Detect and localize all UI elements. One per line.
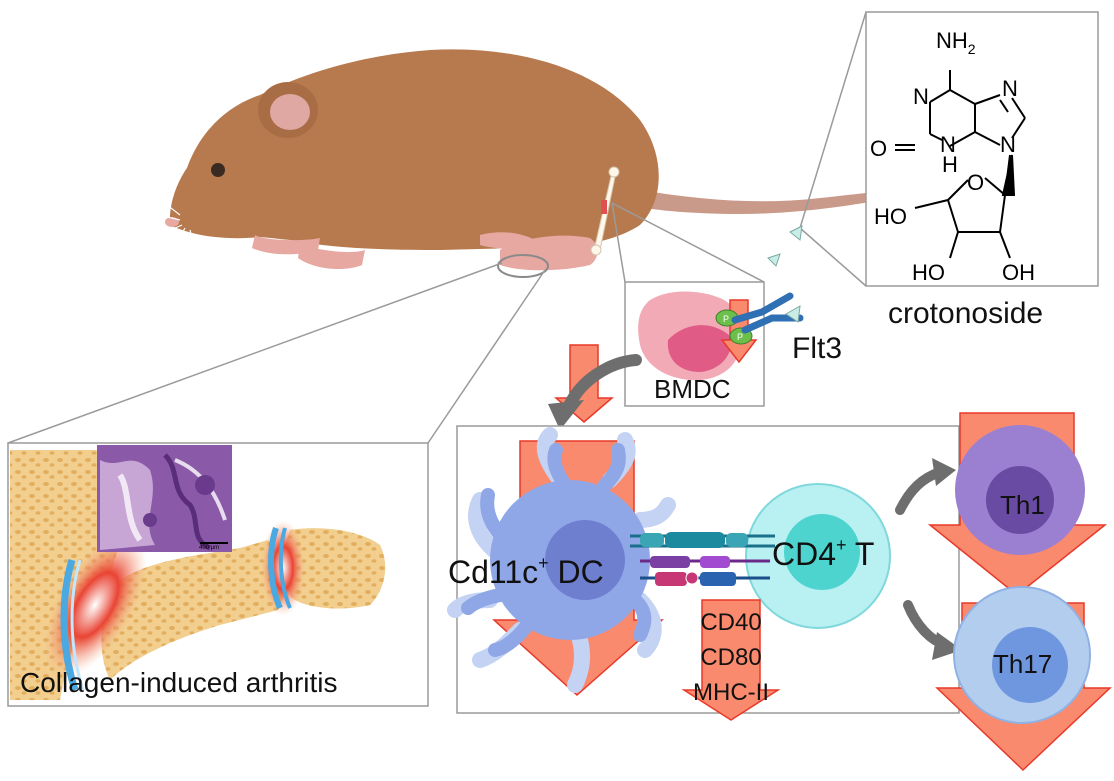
cd4-t-cell <box>745 483 891 629</box>
th17-nucleus <box>992 627 1068 703</box>
t-label-main: CD4 <box>772 536 836 572</box>
mouse-illustration <box>134 49 880 278</box>
dc-label: Cd11c+ DC <box>448 553 604 590</box>
phospho-label-1: P <box>723 314 729 324</box>
femur-bone <box>590 166 620 256</box>
receptor-ligand-pairs <box>630 532 775 586</box>
dc-label-main: Cd11c <box>448 554 538 590</box>
bmdc-label: BMDC <box>654 374 731 404</box>
mouse-front-paw-2 <box>298 245 365 270</box>
bone-middle <box>101 540 285 680</box>
scale-bar-label: 400 μm <box>199 545 219 551</box>
inflamed-joint-left <box>43 533 147 677</box>
bmdc-panel: P P BMDC <box>624 281 765 407</box>
molecule-panel: NH2 N N N H N O O HO HO OH <box>865 11 1099 287</box>
mouse-whiskers <box>134 184 206 271</box>
crotonoside-structure <box>895 70 1026 259</box>
molecule-name: crotonoside <box>888 297 1043 330</box>
th1-label: Th1 <box>1000 490 1045 520</box>
drug-particles <box>767 225 803 267</box>
t-label-sup: + <box>836 535 847 555</box>
atom-ho-bottom: HO <box>912 260 945 285</box>
crotonoside-atoms: NH2 N N N H N O O HO HO OH <box>870 28 1035 285</box>
dendritic-cell <box>447 427 676 693</box>
atom-n3: N <box>913 84 929 109</box>
bone-right <box>284 528 386 609</box>
atom-o-carbonyl: O <box>870 136 887 161</box>
atom-o-ring: O <box>967 170 984 195</box>
flt3-label: Flt3 <box>792 332 842 365</box>
differentiation-arrows <box>895 458 962 660</box>
svg-text:NH2: NH2 <box>936 28 976 57</box>
flt3-receptor <box>731 292 804 334</box>
bmdc-nucleus <box>667 325 732 372</box>
atom-h: H <box>942 152 958 177</box>
atom-ho-left: HO <box>874 204 907 229</box>
bmdc-to-dc-arrow <box>548 344 642 430</box>
dc-label-sup: + <box>538 553 549 573</box>
arthritis-panel: 400 μm Collagen-induced arthritis <box>7 442 429 707</box>
t-label-suffix: T <box>847 536 875 572</box>
atom-n7: N <box>1002 76 1018 101</box>
t-label: CD4+ T <box>772 535 874 572</box>
markers-down-arrow <box>681 599 781 721</box>
interaction-panel: Cd11c+ DC CD4+ T CD40 CD80 MHC-II <box>447 425 960 721</box>
histology-micrograph: 400 μm <box>97 445 232 552</box>
mouse-joint-highlight <box>497 254 549 278</box>
th1-nucleus <box>986 466 1054 534</box>
atom-nh2-subscript: 2 <box>968 41 976 57</box>
th17-label: Th17 <box>993 649 1052 679</box>
zoom-lines <box>7 11 867 444</box>
mouse-hind-paw <box>480 232 535 250</box>
marker-cd80: CD80 <box>700 644 761 671</box>
atom-n1: N <box>940 132 956 157</box>
atom-oh-bottom: OH <box>1002 260 1035 285</box>
arthritis-label: Collagen-induced arthritis <box>20 667 338 698</box>
th1-group: Th1 <box>927 412 1108 596</box>
dc-label-suffix: DC <box>549 554 604 590</box>
marker-cd40: CD40 <box>700 609 761 636</box>
marker-mhc-ii: MHC-II <box>693 679 769 706</box>
atom-nh2: NH <box>936 28 968 53</box>
mouse-ear-inner <box>270 94 310 130</box>
phospho-label-2: P <box>737 332 743 342</box>
th17-group: Th17 <box>935 586 1112 772</box>
mouse-head <box>169 130 317 239</box>
mouse-tail <box>630 190 880 214</box>
atom-n9: N <box>1000 132 1016 157</box>
mouse-eye <box>211 163 225 177</box>
